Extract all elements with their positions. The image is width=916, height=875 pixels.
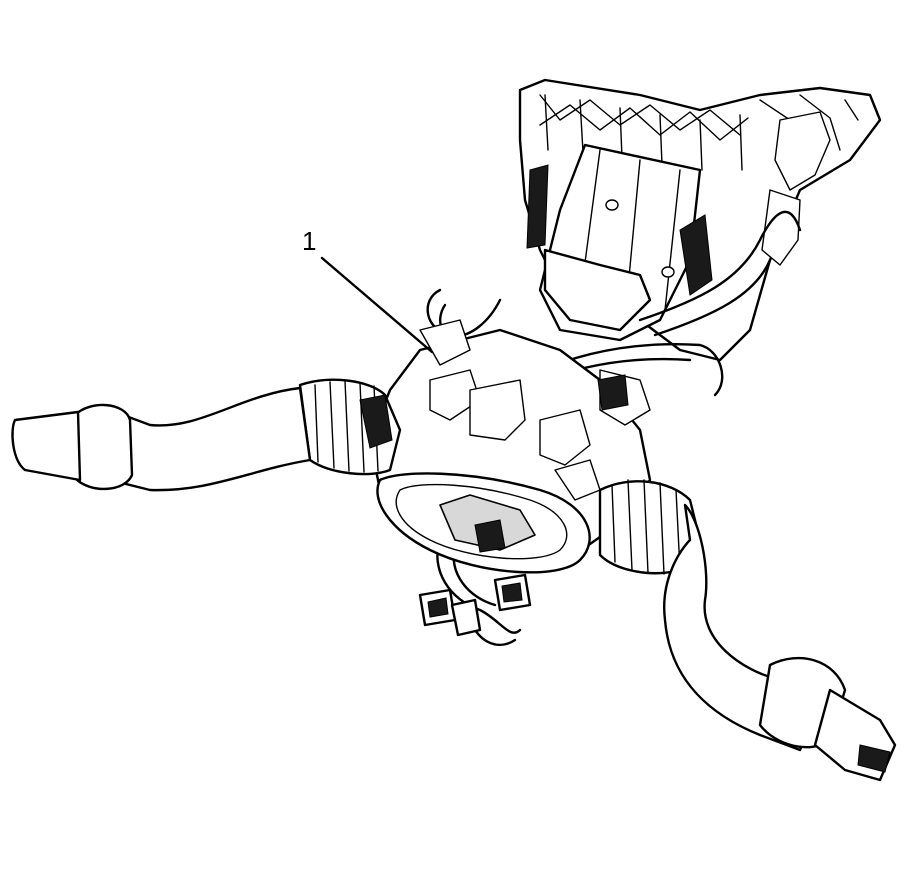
callout-1-leader bbox=[320, 256, 434, 354]
lower-connectors bbox=[418, 573, 532, 637]
switch-housing bbox=[368, 319, 652, 574]
right-multifunction-lever bbox=[598, 479, 897, 782]
callout-1: 1 bbox=[302, 226, 434, 354]
left-multifunction-lever bbox=[11, 378, 402, 492]
callout-1-label: 1 bbox=[302, 226, 316, 256]
column-shaft bbox=[526, 143, 713, 342]
